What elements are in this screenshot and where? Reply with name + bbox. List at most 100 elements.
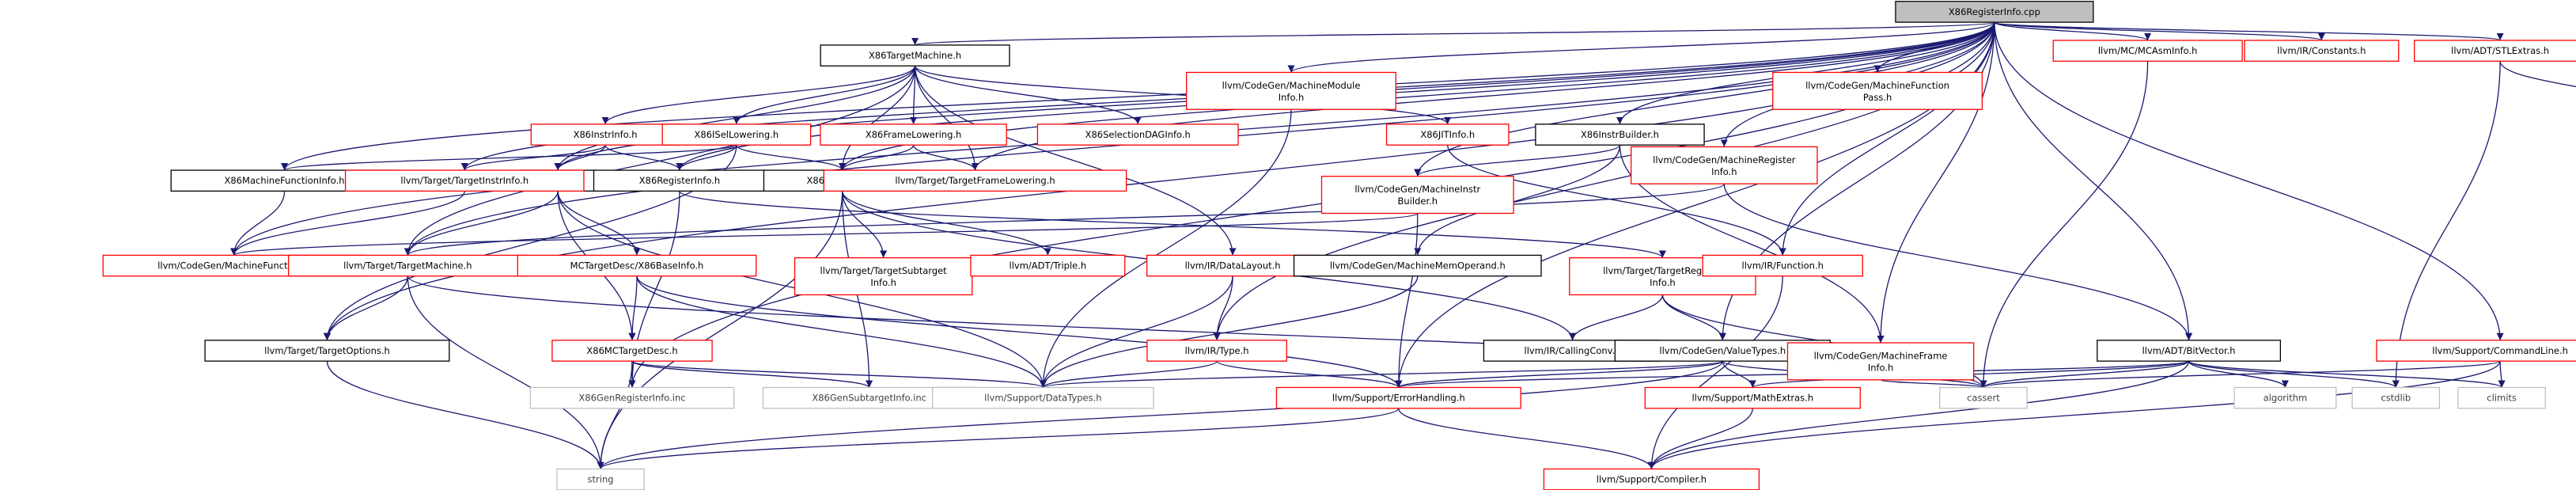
node-box — [820, 44, 1010, 66]
node-string[interactable]: string — [556, 468, 645, 490]
edge-x86_frame_lowering-to-x86_subtarget — [839, 144, 915, 171]
node-label: X86GenSubtargetInfo.inc — [812, 393, 926, 404]
node-climits[interactable]: climits — [2457, 386, 2546, 409]
node-error-handling[interactable]: llvm/Support/ErrorHandling.h — [1275, 386, 1521, 409]
node-label: Info.h — [870, 277, 896, 288]
edge-target_register_info-to-calling_conv — [1569, 294, 1664, 340]
node-box — [932, 386, 1154, 409]
node-label: llvm/CodeGen/MachineModule — [1222, 80, 1361, 91]
node-ir-constants[interactable]: llvm/IR/Constants.h — [2244, 40, 2400, 62]
node-label: X86SelectionDAGInfo.h — [1085, 129, 1191, 140]
node-box — [530, 123, 680, 146]
edge-root-to-mc_asm_info — [1994, 21, 2152, 41]
node-mc-asm-info[interactable]: llvm/MC/MCAsmInfo.h — [2052, 40, 2243, 62]
edge-math_extras-to-compiler — [1647, 408, 1753, 469]
node-bit-vector[interactable]: llvm/ADT/BitVector.h — [2097, 340, 2282, 362]
nodes: X86RegisterInfo.cppX86TargetMachine.hX86… — [102, 1, 2576, 490]
edge-x86_instr_info-to-x86_h — [554, 144, 606, 171]
edge-ir_data_layout-to-data_types — [1039, 275, 1233, 388]
node-label: llvm/IR/Constants.h — [2277, 45, 2366, 56]
node-math-extras[interactable]: llvm/Support/MathExtras.h — [1644, 386, 1861, 409]
edge-machine_instr_builder-to-machine_function — [230, 212, 1419, 256]
node-label: climits — [2487, 393, 2517, 404]
node-x86-gen-register-info-inc[interactable]: X86GenRegisterInfo.inc — [529, 386, 735, 409]
node-box — [1702, 254, 1863, 277]
node-label: llvm/Target/TargetOptions.h — [264, 345, 390, 356]
node-machine-mem-operand[interactable]: llvm/CodeGen/MachineMemOperand.h — [1293, 254, 1542, 277]
node-cassert[interactable]: cassert — [1939, 386, 2028, 409]
node-stl-extras[interactable]: llvm/ADT/STLExtras.h — [2414, 40, 2576, 62]
edge-root-to-target_frame_lowering — [972, 22, 1995, 171]
node-x86-register-info-h[interactable]: X86RegisterInfo.h — [593, 169, 767, 192]
edge-x86_subtarget-to-string — [597, 191, 843, 469]
edge-x86_frame_lowering-to-target_frame_lowering — [912, 144, 979, 171]
node-x86-mc-target-desc[interactable]: X86MCTargetDesc.h — [551, 340, 713, 362]
node-x86-target-machine[interactable]: X86TargetMachine.h — [820, 44, 1010, 66]
node-compiler[interactable]: llvm/Support/Compiler.h — [1543, 468, 1760, 490]
node-target-machine[interactable]: llvm/Target/TargetMachine.h — [288, 254, 528, 277]
node-target-frame-lowering[interactable]: llvm/Target/TargetFrameLowering.h — [823, 169, 1127, 192]
edge-command_line-to-cassert — [1979, 360, 2501, 389]
edge-x86_subtarget-to-target_subtarget_info — [842, 191, 888, 258]
edge-root-to-x86_machine_function_info — [281, 22, 1995, 171]
edge-stl_extras-to-cstddef — [2499, 61, 2576, 88]
node-ir-function[interactable]: llvm/IR/Function.h — [1702, 254, 1863, 277]
node-box — [2414, 40, 2576, 62]
node-target-instr-info[interactable]: llvm/Target/TargetInstrInfo.h — [344, 169, 585, 192]
node-box — [661, 123, 812, 146]
node-x86-instr-info[interactable]: X86InstrInfo.h — [530, 123, 680, 146]
edge-ir_type-to-error_handling — [1216, 360, 1403, 389]
node-x86-selection-dag-info[interactable]: X86SelectionDAGInfo.h — [1036, 123, 1239, 146]
edge-x86_mc_target_desc-to-string — [597, 361, 633, 469]
node-label: Pass.h — [1863, 92, 1892, 103]
edge-machine_register_info-to-bit_vector — [1723, 184, 2193, 340]
node-label: X86GenRegisterInfo.inc — [578, 393, 685, 404]
node-root[interactable]: X86RegisterInfo.cpp — [1895, 1, 2094, 23]
node-box — [1543, 468, 1760, 490]
node-label: X86JITInfo.h — [1420, 129, 1475, 140]
node-x86-isel-lowering[interactable]: X86ISelLowering.h — [661, 123, 812, 146]
node-command-line[interactable]: llvm/Support/CommandLine.h — [2376, 340, 2576, 362]
node-label: llvm/Target/TargetMachine.h — [343, 260, 472, 272]
node-ir-data-layout[interactable]: llvm/IR/DataLayout.h — [1146, 254, 1320, 277]
node-x86-jit-info[interactable]: X86JITInfo.h — [1385, 123, 1510, 146]
edge-command_line-to-compiler — [1648, 361, 2501, 469]
node-x86-instr-builder[interactable]: X86InstrBuilder.h — [1535, 123, 1705, 146]
edge-x86_isel_lowering-to-x86_register_info_h — [676, 144, 737, 171]
node-box — [1293, 254, 1542, 277]
node-label: llvm/Support/CommandLine.h — [2432, 345, 2568, 356]
node-label: X86RegisterInfo.cpp — [1949, 6, 2040, 17]
node-box — [2233, 386, 2337, 409]
edge-x86_instr_builder-to-machine_instr_builder — [1414, 144, 1621, 177]
node-label: X86RegisterInfo.h — [639, 175, 720, 186]
node-label: llvm/Target/TargetFrameLowering.h — [895, 175, 1055, 186]
node-triple[interactable]: llvm/ADT/Triple.h — [970, 254, 1126, 277]
edge-root-to-command_line — [1994, 22, 2504, 340]
edge-error_handling-to-compiler — [1398, 408, 1655, 469]
node-cstdlib[interactable]: cstdlib — [2351, 386, 2441, 409]
node-box — [529, 386, 735, 409]
node-data-types[interactable]: llvm/Support/DataTypes.h — [932, 386, 1154, 409]
node-label: X86ISelLowering.h — [695, 129, 779, 140]
node-label: X86MCTargetDesc.h — [586, 345, 677, 356]
node-label: X86TargetMachine.h — [869, 50, 961, 61]
edge-stl_extras-to-cstdlib — [2392, 61, 2501, 388]
node-box — [1036, 123, 1239, 146]
node-target-options[interactable]: llvm/Target/TargetOptions.h — [204, 340, 450, 362]
node-x86-base-info[interactable]: MCTargetDesc/X86BaseInfo.h — [517, 254, 757, 277]
edge-machine_module_info-to-data_types — [1039, 109, 1292, 388]
node-x86-frame-lowering[interactable]: X86FrameLowering.h — [820, 123, 1007, 146]
edge-x86_base_info-to-error_handling — [636, 275, 1403, 388]
edge-x86_base_info-to-x86_mc_target_desc — [628, 275, 638, 340]
node-algorithm[interactable]: algorithm — [2233, 386, 2337, 409]
edge-target_register_info-to-value_types — [1661, 294, 1726, 340]
node-box — [204, 340, 450, 362]
node-label: llvm/Target/TargetRegister — [1603, 265, 1722, 276]
node-ir-type[interactable]: llvm/IR/Type.h — [1146, 340, 1287, 362]
